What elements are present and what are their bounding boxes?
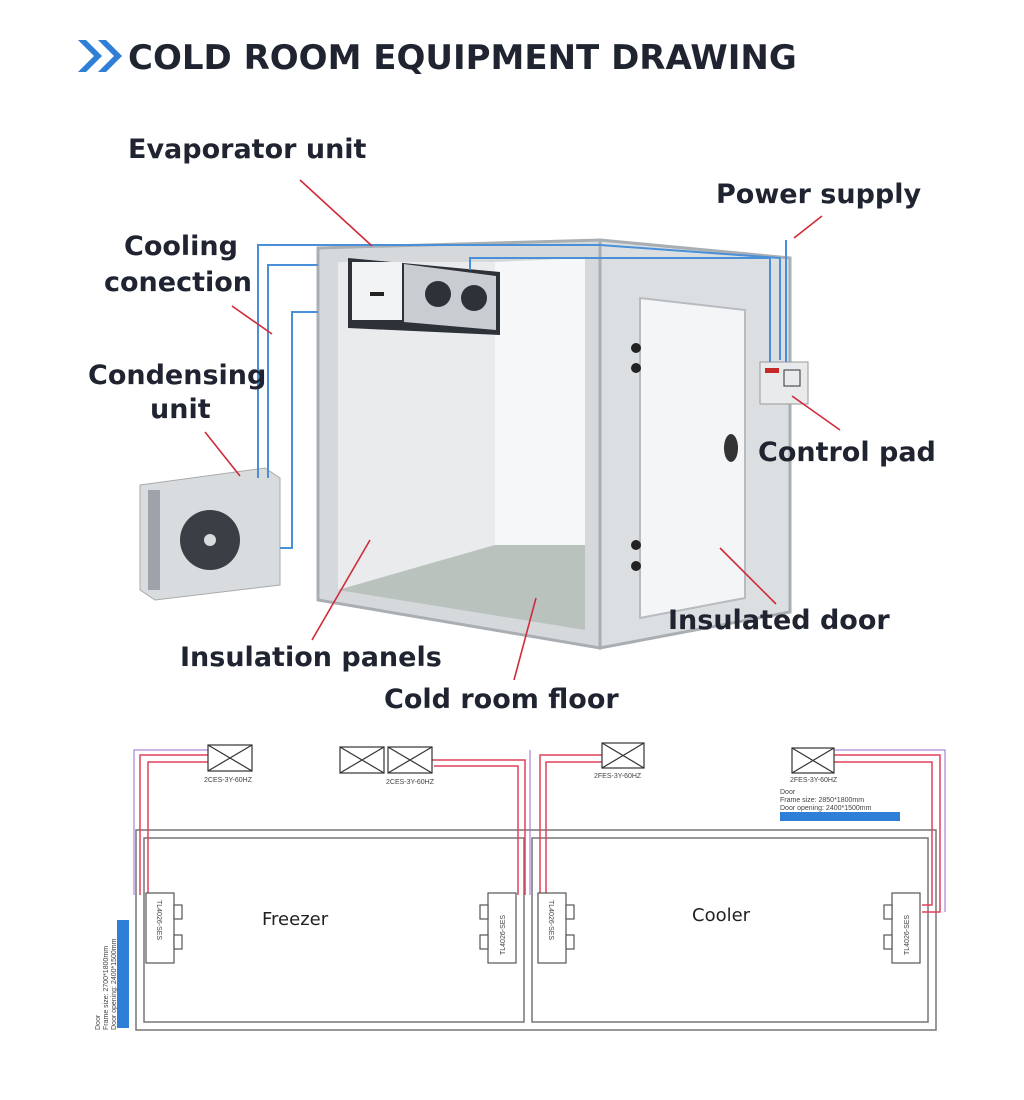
condenser-icon: [791, 747, 835, 774]
label-conection: conection: [104, 267, 252, 298]
evaporator-label: TL4026-SES: [904, 915, 911, 955]
door-marker: [117, 920, 129, 1028]
cold-room-illustration: [139, 179, 841, 681]
room-freezer: Freezer: [262, 909, 329, 930]
unit-label: 2CES-3Y-60HZ: [386, 779, 435, 786]
door-opening: Door opening: 2400*1500mm: [111, 938, 118, 1030]
label-cooling: Cooling: [124, 231, 238, 262]
floor-plan: [135, 829, 937, 1031]
page-title: COLD ROOM EQUIPMENT DRAWING: [128, 38, 797, 78]
condenser-icon: [339, 746, 385, 774]
label-control-pad: Control pad: [758, 437, 936, 468]
evaporator-unit-icon: [348, 258, 500, 335]
control-pad-icon: [759, 361, 809, 405]
label-cold-room-floor: Cold room floor: [384, 684, 619, 715]
label-evaporator-unit: Evaporator unit: [128, 134, 367, 165]
label-insulated-door: Insulated door: [668, 605, 890, 636]
door-marker: [780, 812, 900, 821]
chevron-icon: [78, 40, 122, 72]
door-opening: Door opening: 2400*1500mm: [780, 805, 872, 812]
label-condensing: Condensing: [88, 360, 266, 391]
unit-label: 2CES-3Y-60HZ: [204, 777, 253, 784]
condenser-icon: [601, 742, 645, 769]
condensing-unit-icon: [139, 467, 281, 601]
door-frame-size: Frame size: 2700*1800mm: [103, 946, 110, 1030]
evaporator-icon: [487, 892, 517, 964]
door-frame-size: Frame size: 2850*1800mm: [780, 797, 864, 804]
evaporator-icon: [537, 892, 567, 964]
unit-label: 2FES-3Y-60HZ: [790, 777, 838, 784]
condensing-units: [207, 742, 835, 774]
condenser-icon: [207, 744, 253, 772]
unit-label: 2FES-3Y-60HZ: [594, 773, 642, 780]
condenser-icon: [387, 746, 433, 774]
evaporator-icon: [891, 892, 921, 964]
evaporator-label: TL4026-SES: [500, 915, 507, 955]
room-cooler: Cooler: [692, 905, 751, 926]
door-title: Door: [780, 789, 796, 796]
label-unit: unit: [150, 394, 211, 425]
door-title: Door: [95, 1014, 102, 1030]
evaporator-icon: [145, 892, 175, 964]
evaporator-label: TL4026-SES: [547, 900, 554, 940]
evaporator-label: TL4026-SES: [155, 900, 162, 940]
label-power-supply: Power supply: [716, 179, 922, 210]
label-insulation-panels: Insulation panels: [180, 642, 442, 673]
refrigerant-pipes: [139, 754, 941, 913]
